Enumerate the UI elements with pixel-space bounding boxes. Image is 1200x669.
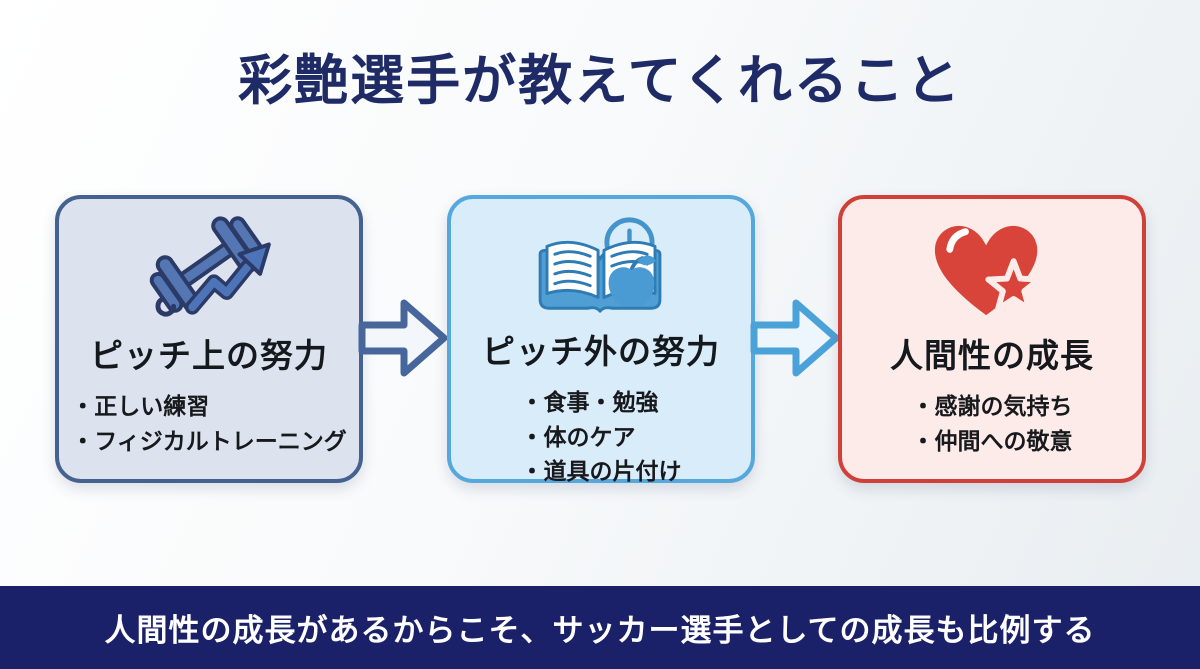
bullet-item: ・道具の片付け — [520, 458, 682, 484]
bullet-item: ・正しい練習 — [71, 393, 210, 419]
flow-arrow-icon — [748, 291, 842, 385]
card-bullet-list: ・正しい練習 ・フィジカルトレーニング — [71, 389, 347, 458]
flow-arrow-icon — [356, 291, 450, 385]
card-title: 人間性の成長 — [890, 337, 1094, 374]
book-clock-apple-icon — [526, 213, 676, 321]
dumbbell-growth-icon — [134, 213, 284, 325]
bullet-item: ・体のケア — [520, 423, 636, 450]
bottom-banner: 人間性の成長があるからこそ、サッカー選手としての成長も比例する — [0, 586, 1200, 669]
card-pitch-off-effort: ピッチ外の努力 ・食事・勉強 ・体のケア ・道具の片付け — [447, 195, 755, 484]
page-title: 彩艶選手が教えてくれること — [238, 51, 962, 111]
card-bullet-list: ・感謝の気持ち ・仲間への敬意 — [912, 389, 1073, 458]
bullet-item: ・食事・勉強 — [520, 389, 659, 415]
card-pitch-on-effort: ピッチ上の努力 ・正しい練習 ・フィジカルトレーニング — [55, 195, 363, 483]
card-title: ピッチ上の努力 — [90, 337, 328, 374]
banner-text: 人間性の成長があるからこそ、サッカー選手としての成長も比例する — [104, 613, 1096, 648]
bullet-item: ・仲間への敬意 — [911, 427, 1073, 454]
card-title: ピッチ外の努力 — [482, 333, 720, 370]
bullet-item: ・フィジカルトレーニング — [71, 427, 347, 454]
card-human-growth: 人間性の成長 ・感謝の気持ち ・仲間への敬意 — [838, 195, 1146, 483]
card-bullet-list: ・食事・勉強 ・体のケア ・道具の片付け — [521, 385, 682, 489]
bullet-item: ・感謝の気持ち — [911, 393, 1073, 419]
heart-star-icon — [917, 213, 1067, 325]
